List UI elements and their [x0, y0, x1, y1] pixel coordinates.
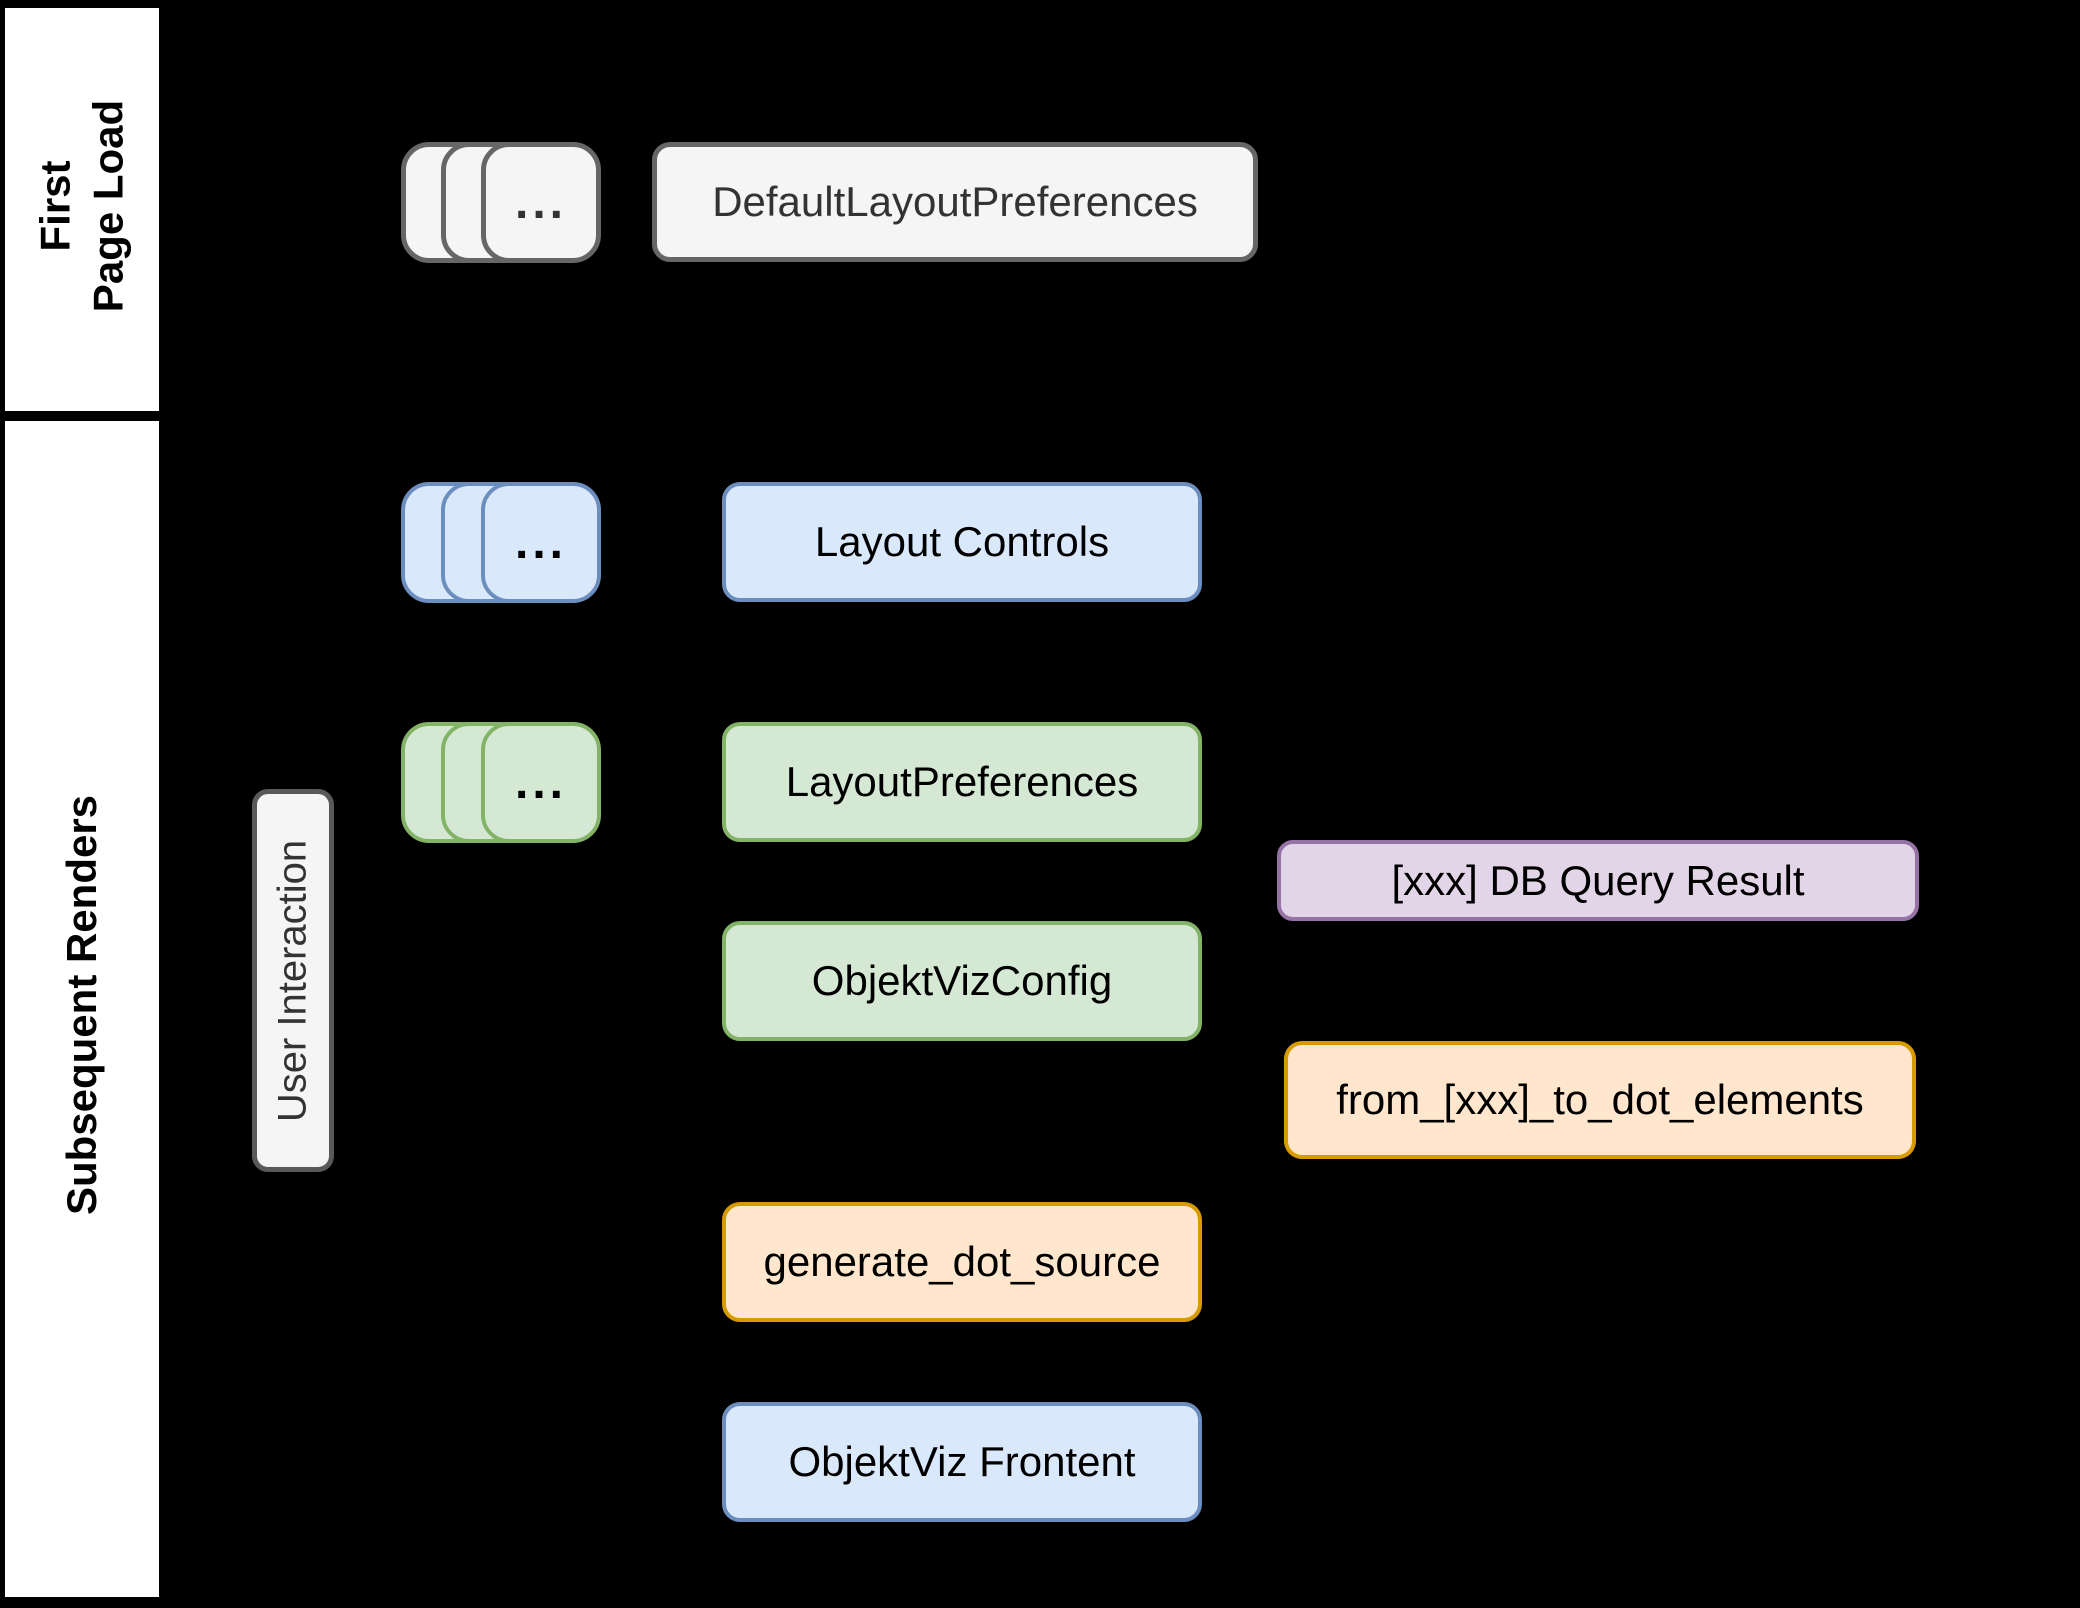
- stack-blue: ...: [401, 482, 601, 603]
- swimlane-first-page-load-label: First Page Load: [30, 99, 135, 311]
- node-layout-preferences: LayoutPreferences: [722, 722, 1202, 842]
- stack-green: ...: [401, 722, 601, 843]
- swimlane-divider: [5, 411, 164, 421]
- swimlane-first-page-load: First Page Load: [5, 8, 159, 403]
- swimlane-first-line2: Page Load: [84, 99, 131, 312]
- swimlane-first-line1: First: [31, 159, 79, 252]
- node-user-interaction: User Interaction: [252, 789, 334, 1172]
- node-db-query-result: [xxx] DB Query Result: [1277, 840, 1919, 921]
- node-generate-dot-source: generate_dot_source: [722, 1202, 1202, 1322]
- stack-green-card-front: ...: [481, 722, 601, 843]
- node-objektviz-config: ObjektVizConfig: [722, 921, 1202, 1041]
- stack-gray-card-front: ...: [481, 142, 601, 263]
- swimlane-subsequent-renders-label: Subsequent Renders: [57, 794, 105, 1216]
- node-user-interaction-label: User Interaction: [270, 839, 315, 1122]
- stack-blue-card-front: ...: [481, 482, 601, 603]
- stack-gray: ...: [401, 142, 601, 263]
- swimlane-subsequent-renders: Subsequent Renders: [5, 413, 159, 1597]
- node-default-layout-preferences: DefaultLayoutPreferences: [652, 142, 1258, 262]
- node-layout-controls: Layout Controls: [722, 482, 1202, 602]
- node-objektviz-frontend: ObjektViz Frontent: [722, 1402, 1202, 1522]
- node-from-xxx-to-dot-elements: from_[xxx]_to_dot_elements: [1284, 1041, 1916, 1159]
- swimlane-band: First Page Load Subsequent Renders: [5, 8, 164, 1597]
